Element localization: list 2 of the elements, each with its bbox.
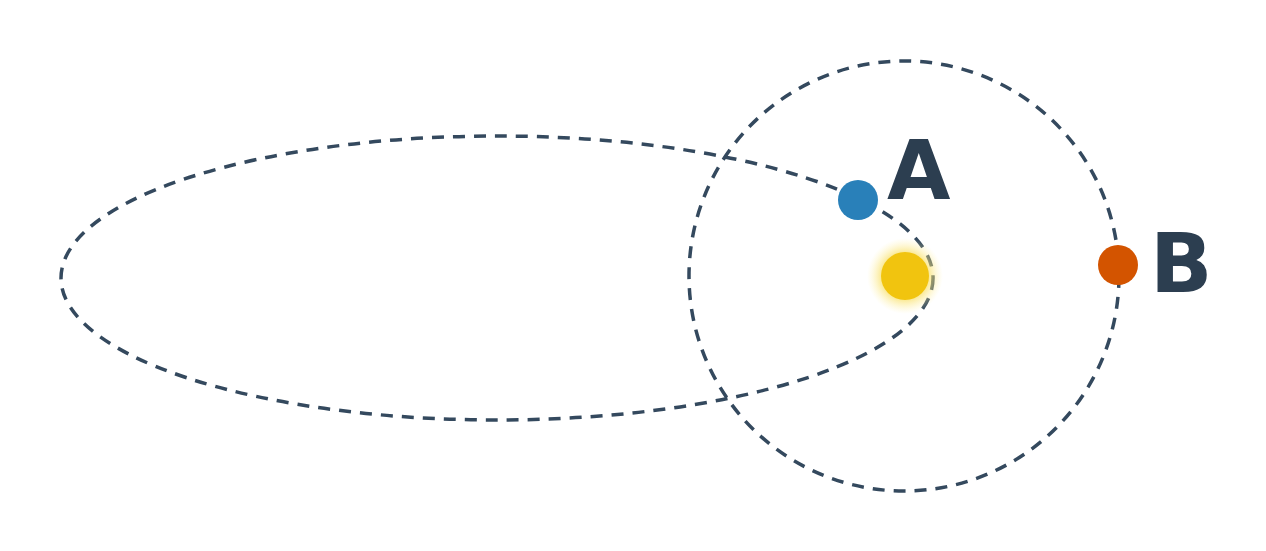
- planet-label: A: [887, 130, 951, 212]
- planet-label: B: [1150, 223, 1213, 305]
